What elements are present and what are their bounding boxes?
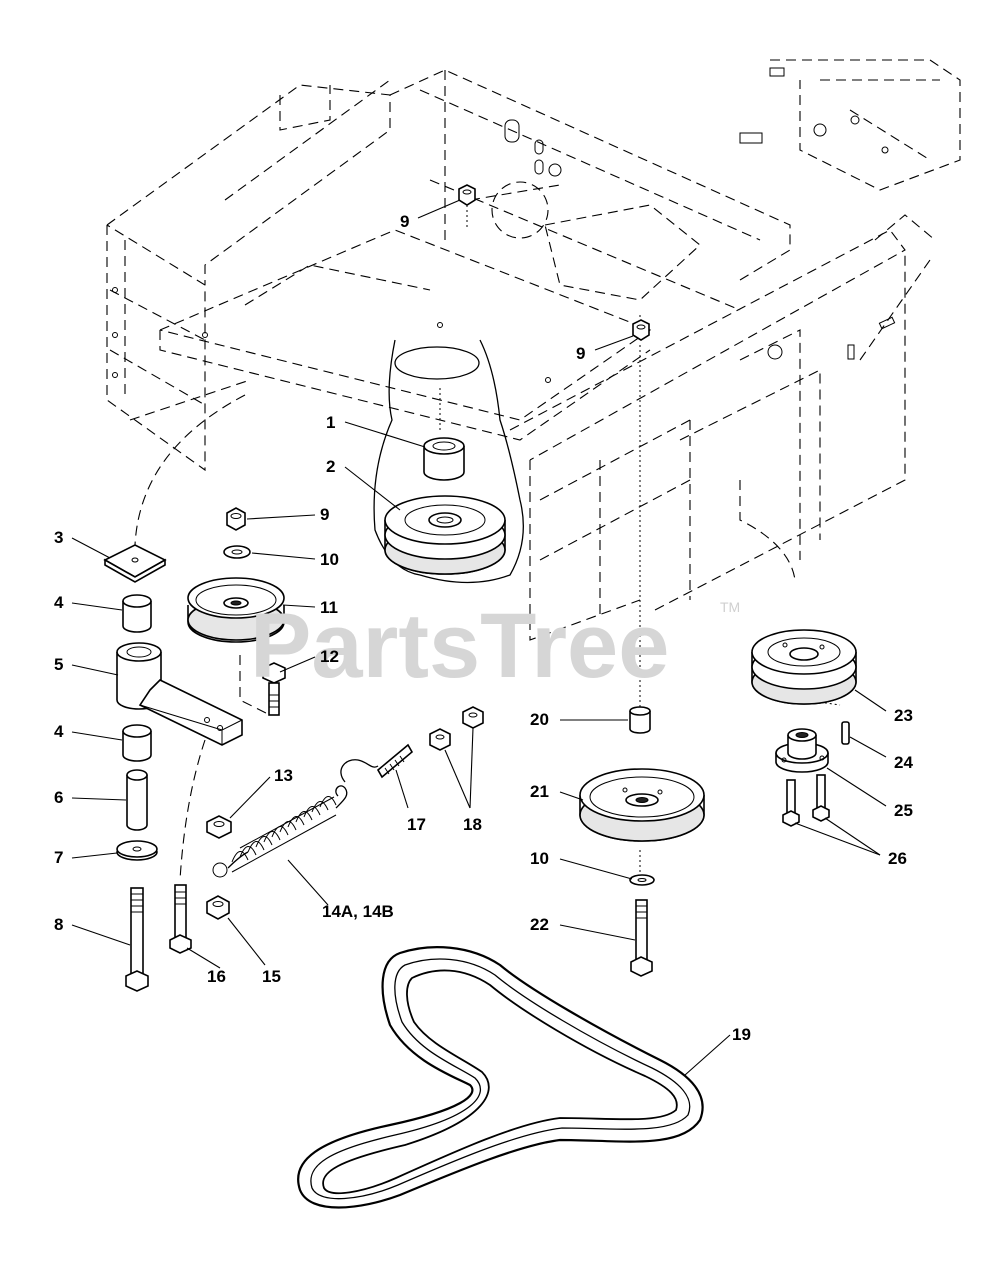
hub-25	[775, 728, 829, 773]
leader-lines	[71, 199, 887, 1076]
callout-labels: 1 2 3 4 4 5 6 7 8 9 9 9 10 10 11 12 13 1…	[54, 212, 913, 1044]
nut-9-middle	[632, 319, 650, 341]
callout-3: 3	[54, 528, 63, 547]
bolt-8	[125, 887, 149, 992]
watermark-text: PartsTree	[250, 595, 669, 697]
callout-7: 7	[54, 848, 63, 867]
plate-3	[103, 544, 167, 583]
callout-8: 8	[54, 915, 63, 934]
callout-10-upper: 10	[320, 550, 339, 569]
double-pulley-2	[384, 495, 506, 575]
callout-4-upper: 4	[54, 593, 64, 612]
nut-9-upper	[458, 184, 476, 206]
bushing-1	[423, 437, 465, 481]
callout-2: 2	[326, 457, 335, 476]
bolt-12	[262, 662, 286, 716]
callout-5: 5	[54, 655, 63, 674]
watermark-trademark: TM	[720, 599, 740, 615]
callout-20: 20	[530, 710, 549, 729]
callout-9-upper: 9	[400, 212, 409, 231]
callout-1: 1	[326, 413, 335, 432]
spacer-6	[126, 769, 148, 831]
callout-13: 13	[274, 766, 293, 785]
callout-11: 11	[320, 598, 338, 617]
callout-19: 19	[732, 1025, 751, 1044]
callout-21: 21	[530, 782, 549, 801]
key-24	[841, 721, 850, 745]
callout-17: 17	[407, 815, 426, 834]
idler-pulley-21	[579, 768, 705, 842]
mower-frame	[106, 59, 961, 641]
washer-10-upper	[223, 545, 251, 559]
nut-15	[206, 895, 230, 920]
callout-15: 15	[262, 967, 281, 986]
callout-6: 6	[54, 788, 63, 807]
callout-9-middle: 9	[576, 344, 585, 363]
double-pulley-23	[751, 629, 857, 705]
callout-22: 22	[530, 915, 549, 934]
callout-9-lower: 9	[320, 505, 329, 524]
washer-10-lower	[629, 874, 655, 886]
callout-14: 14A, 14B	[322, 902, 394, 921]
callout-23: 23	[894, 706, 913, 725]
callout-24: 24	[894, 753, 913, 772]
callout-4-lower: 4	[54, 722, 64, 741]
bushing-4-lower	[122, 724, 152, 762]
bolt-22	[630, 899, 653, 977]
screws-26	[782, 774, 830, 827]
bushing-4-upper	[122, 594, 152, 633]
spring-14	[212, 785, 348, 878]
idler-pulley-11	[187, 577, 285, 643]
callout-25: 25	[894, 801, 913, 820]
belt-19	[297, 946, 704, 1209]
nut-13	[206, 815, 232, 839]
callout-16: 16	[207, 967, 226, 986]
nut-9-lower	[226, 507, 246, 531]
callout-12: 12	[320, 647, 339, 666]
bolt-16	[169, 884, 192, 954]
nuts-18	[429, 706, 484, 751]
eyebolt-17	[340, 743, 414, 783]
spacer-20	[629, 706, 651, 734]
callout-26: 26	[888, 849, 907, 868]
callout-18: 18	[463, 815, 482, 834]
idler-arm-5	[116, 642, 243, 746]
callout-10-lower: 10	[530, 849, 549, 868]
washer-7	[116, 840, 158, 861]
